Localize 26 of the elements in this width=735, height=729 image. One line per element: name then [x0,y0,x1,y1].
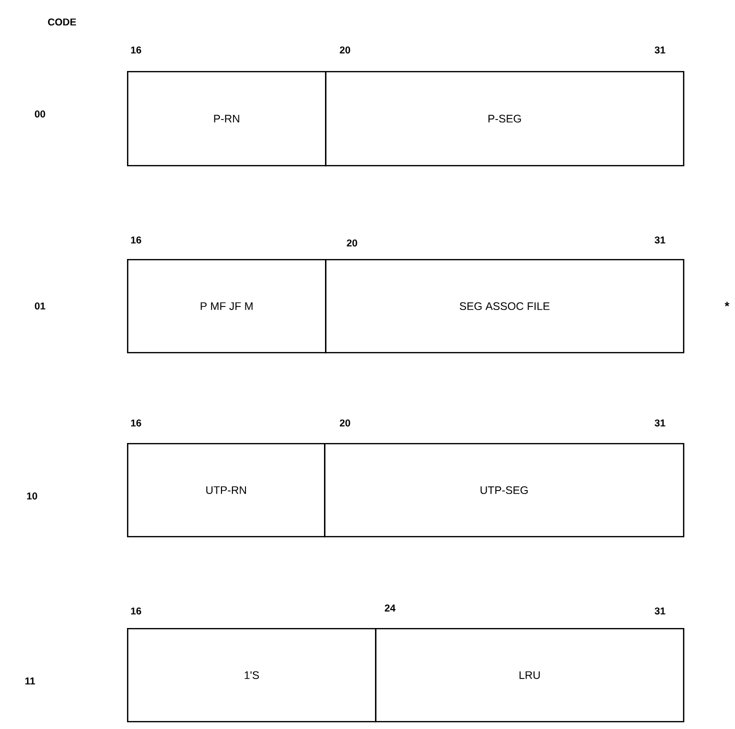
bit-number: 20 [340,46,350,54]
bit-number: 20 [340,419,350,427]
bit-number: 31 [654,419,666,427]
bit-number: 16 [131,46,142,54]
bit-number: 31 [654,46,666,54]
bit-number: 31 [654,236,666,244]
field-box: P-RN [127,71,326,166]
code-value: 10 [27,492,38,500]
asterisk-mark: * [724,302,730,306]
field-box: P MF JF M [127,259,326,354]
field-box: P-SEG [325,71,684,166]
bit-number: 16 [131,607,142,615]
bit-number: 20 [346,239,358,247]
code-value: 00 [34,110,46,118]
field-box: LRU [375,628,684,722]
heading: CODE [48,18,76,26]
field-box: UTP-RN [127,443,326,538]
field-box: UTP-SEG [324,443,684,538]
code-value: 11 [25,678,35,684]
bit-number: 16 [131,419,142,427]
bit-number: 24 [384,604,396,612]
bit-number: 31 [654,607,666,615]
field-box: SEG ASSOC FILE [325,259,684,354]
field-box: 1'S [127,628,376,722]
code-value: 01 [34,302,46,310]
bit-number: 16 [131,236,142,244]
